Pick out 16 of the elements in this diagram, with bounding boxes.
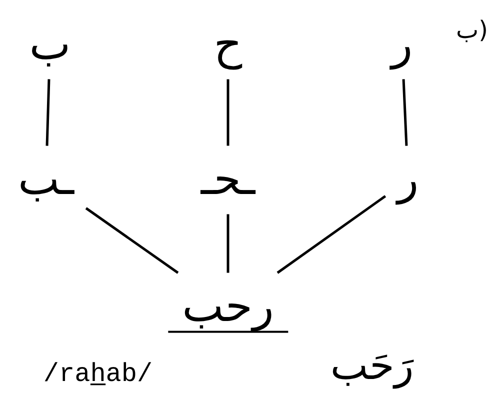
- arabic-letter: ح: [214, 18, 242, 70]
- connector-line: [226, 79, 230, 146]
- vocalized-word: رَحَب: [330, 343, 414, 389]
- connector-line: [402, 79, 408, 146]
- connector-line: [46, 79, 50, 146]
- arabic-letter: رحب: [182, 280, 274, 332]
- connector-line: [85, 207, 179, 274]
- panel-label: (ب: [456, 16, 488, 44]
- arabic-letter: ـب: [18, 154, 74, 205]
- arabic-letter: ر: [391, 18, 413, 70]
- connector-line: [226, 214, 230, 273]
- arabic-letter: ر: [397, 154, 419, 205]
- arabic-letter: ب: [29, 18, 71, 70]
- transliteration: /rah̲ab/: [43, 359, 153, 389]
- connector-line: [276, 195, 386, 274]
- arabic-letter: ـحـ: [200, 154, 256, 205]
